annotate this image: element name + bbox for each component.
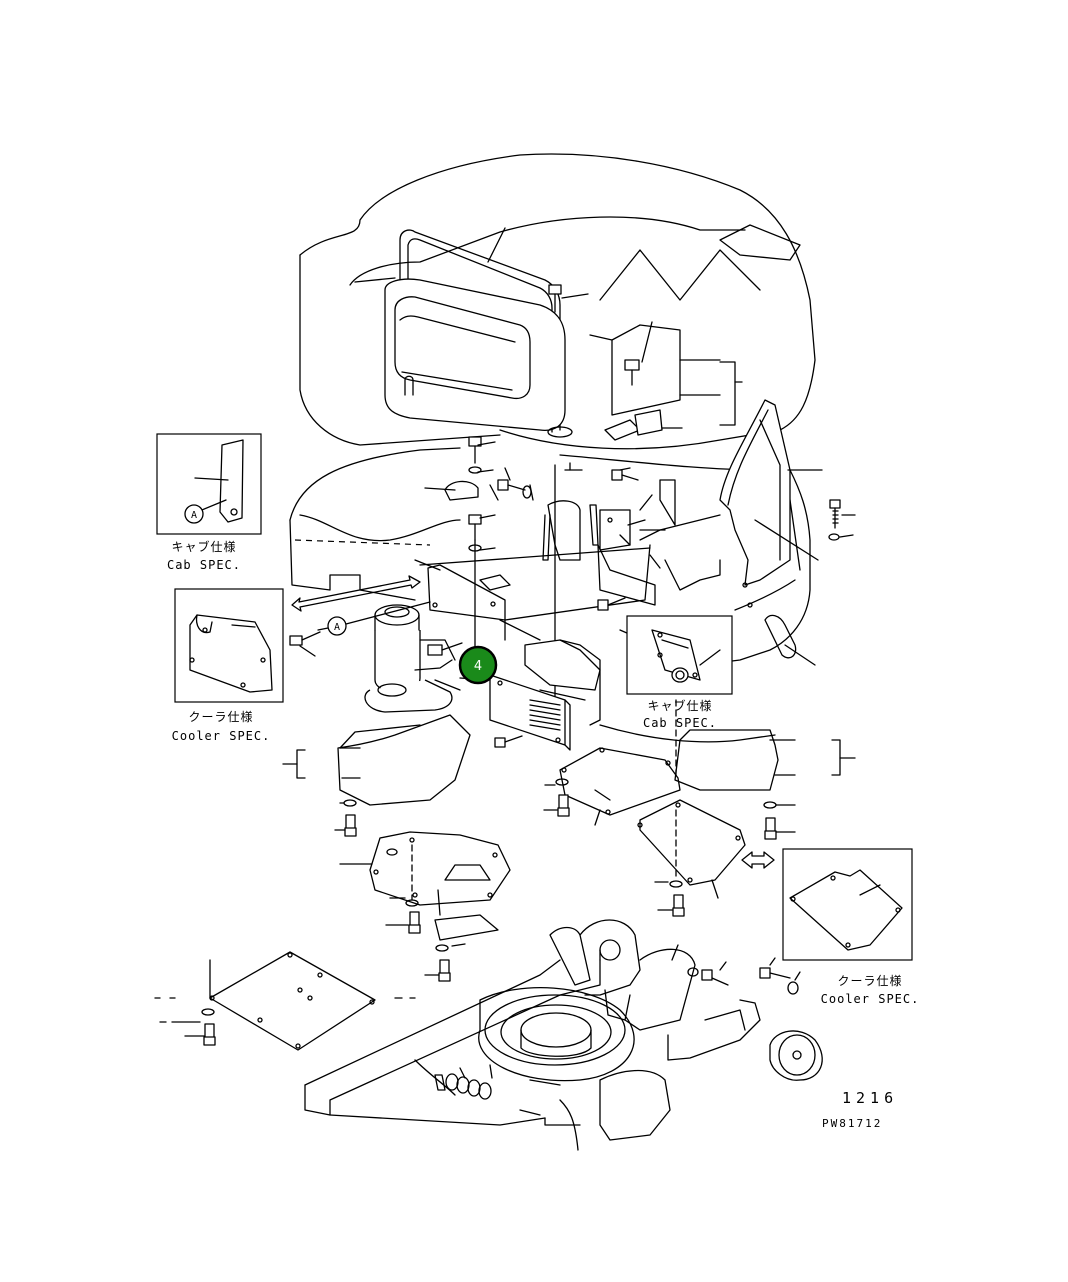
center-lower-plates [543, 699, 856, 917]
reference-marker-a: A [191, 510, 197, 521]
inset-cab-left-caption-jp: キャブ仕様 [171, 539, 236, 554]
bottom-left-plate [154, 951, 416, 1051]
reference-marker-a-label: A [334, 622, 340, 633]
double-arrow-left [291, 575, 421, 612]
left-leader-lines [282, 714, 471, 806]
page-number: 1216 [842, 1089, 898, 1107]
inset-cab-center-caption-jp: キャブ仕様 [647, 698, 712, 713]
callout-bolt-shank [441, 642, 463, 651]
center-bolts [414, 436, 666, 611]
hood-bolt [548, 284, 589, 313]
inset-cooler-left-caption-jp: クーラ仕様 [188, 710, 253, 724]
bracket-cover [589, 321, 743, 441]
inset-cab-center: キャブ仕様 Cab SPEC. [626, 615, 733, 730]
callout-4[interactable]: 4 [458, 645, 498, 685]
counterweight-hood [299, 153, 816, 450]
inset-cooler-right: クーラ仕様 Cooler SPEC. [782, 848, 920, 1006]
lower-left-plates [334, 799, 511, 982]
revolving-frame [304, 919, 823, 1151]
front-grille [459, 674, 571, 751]
handrail-assembly [354, 227, 573, 438]
side-door [719, 399, 823, 666]
right-bolts [828, 499, 856, 541]
swing-bracket [364, 604, 541, 713]
drawing-code: PW81712 [822, 1117, 882, 1130]
inset-cab-left-caption-en: Cab SPEC. [167, 558, 241, 572]
inset-cooler-right-caption-jp: クーラ仕様 [837, 974, 902, 988]
inset-cab-left: A キャブ仕様 Cab SPEC. [156, 433, 262, 572]
reference-marker-a-circle [327, 616, 347, 636]
inset-cooler-left: クーラ仕様 Cooler SPEC. [172, 588, 284, 743]
callout-4-label: 4 [474, 659, 482, 674]
inset-cooler-right-caption-en: Cooler SPEC. [821, 992, 920, 1006]
inset-cab-center-caption-en: Cab SPEC. [643, 716, 717, 730]
inset-cooler-left-caption-en: Cooler SPEC. [172, 729, 271, 743]
callout-bolt [427, 644, 443, 656]
center-covers [419, 462, 721, 726]
